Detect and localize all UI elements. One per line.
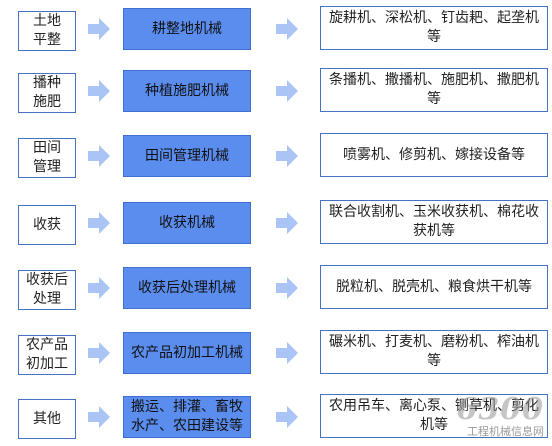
examples-label: 条播机、撒播机、施肥机、撒肥机等 bbox=[329, 72, 539, 107]
stage-box: 收获 bbox=[18, 205, 76, 245]
stage-label: 平整 bbox=[33, 32, 61, 48]
arrow-right-icon bbox=[88, 18, 110, 40]
stage-box: 其他 bbox=[18, 399, 76, 439]
arrow-right-icon bbox=[276, 342, 298, 364]
flow-row: 其他 搬运、排灌、畜牧水产、农田建设等 农用吊车、离心泵、铡草机、剪化机等 bbox=[0, 394, 552, 446]
stage-label: 田间 bbox=[33, 140, 61, 156]
examples-box: 农用吊车、离心泵、铡草机、剪化机等 bbox=[320, 394, 548, 438]
flow-row: 收获后处理 收获后处理机械 脱粒机、脱壳机、粮食烘干机等 bbox=[0, 265, 552, 317]
arrow-right-icon bbox=[88, 277, 110, 299]
arrow-right-icon bbox=[276, 406, 298, 428]
arrow-right-icon bbox=[276, 277, 298, 299]
flow-row: 播种施肥 种植施肥机械 条播机、撒播机、施肥机、撒肥机等 bbox=[0, 68, 552, 120]
stage-label: 初加工 bbox=[26, 356, 68, 372]
stage-label: 其他 bbox=[33, 410, 61, 427]
arrow-right-icon bbox=[88, 342, 110, 364]
category-box: 搬运、排灌、畜牧水产、农田建设等 bbox=[123, 396, 251, 438]
examples-label: 碾米机、打麦机、磨粉机、榨油机等 bbox=[329, 334, 539, 369]
arrow-right-icon bbox=[276, 145, 298, 167]
category-label: 收获后处理机械 bbox=[138, 279, 236, 296]
examples-box: 碾米机、打麦机、磨粉机、榨油机等 bbox=[320, 330, 548, 374]
flow-row: 田间管理 田间管理机械 喷雾机、修剪机、嫁接设备等 bbox=[0, 133, 552, 185]
examples-label: 旋耕机、深松机、钉齿耙、起垄机等 bbox=[329, 10, 539, 45]
flow-row: 收获 收获机械 联合收割机、玉米收获机、棉花收获机等 bbox=[0, 200, 552, 252]
examples-label: 农用吊车、离心泵、铡草机、剪化机等 bbox=[329, 398, 539, 433]
stage-label: 处理 bbox=[33, 291, 61, 307]
stage-box: 土地平整 bbox=[18, 11, 76, 51]
category-box: 收获后处理机械 bbox=[123, 267, 251, 309]
category-label: 田间管理机械 bbox=[145, 147, 229, 164]
examples-label: 联合收割机、玉米收获机、棉花收获机等 bbox=[329, 204, 539, 239]
category-label: 农产品初加工机械 bbox=[131, 344, 243, 361]
stage-label: 农产品 bbox=[26, 337, 68, 353]
arrow-right-icon bbox=[88, 80, 110, 102]
stage-label: 收获 bbox=[33, 216, 61, 233]
category-label: 种植施肥机械 bbox=[145, 82, 229, 99]
stage-label: 管理 bbox=[33, 159, 61, 175]
arrow-right-icon bbox=[88, 406, 110, 428]
stage-box: 田间管理 bbox=[18, 138, 76, 178]
arrow-right-icon bbox=[276, 212, 298, 234]
category-box: 农产品初加工机械 bbox=[123, 332, 251, 374]
examples-box: 脱粒机、脱壳机、粮食烘干机等 bbox=[320, 265, 548, 309]
stage-box: 农产品初加工 bbox=[18, 335, 76, 375]
stage-label: 播种 bbox=[33, 75, 61, 91]
stage-label: 土地 bbox=[33, 13, 61, 29]
examples-box: 条播机、撒播机、施肥机、撒肥机等 bbox=[320, 68, 548, 112]
examples-box: 喷雾机、修剪机、嫁接设备等 bbox=[320, 133, 548, 177]
category-label: 搬运、排灌、畜牧水产、农田建设等 bbox=[131, 399, 243, 434]
examples-label: 喷雾机、修剪机、嫁接设备等 bbox=[343, 146, 525, 163]
examples-box: 联合收割机、玉米收获机、棉花收获机等 bbox=[320, 200, 548, 244]
category-label: 收获机械 bbox=[159, 214, 215, 231]
arrow-right-icon bbox=[276, 80, 298, 102]
stage-box: 收获后处理 bbox=[18, 270, 76, 310]
category-label: 耕整地机械 bbox=[152, 20, 222, 37]
flow-row: 土地平整 耕整地机械 旋耕机、深松机、钉齿耙、起垄机等 bbox=[0, 6, 552, 58]
arrow-right-icon bbox=[276, 18, 298, 40]
stage-label: 收获后 bbox=[26, 272, 68, 288]
category-box: 种植施肥机械 bbox=[123, 70, 251, 112]
category-box: 收获机械 bbox=[123, 202, 251, 244]
flow-row: 农产品初加工 农产品初加工机械 碾米机、打麦机、磨粉机、榨油机等 bbox=[0, 330, 552, 382]
stage-label: 施肥 bbox=[33, 94, 61, 110]
stage-box: 播种施肥 bbox=[18, 73, 76, 113]
examples-box: 旋耕机、深松机、钉齿耙、起垄机等 bbox=[320, 6, 548, 50]
category-box: 耕整地机械 bbox=[123, 8, 251, 50]
arrow-right-icon bbox=[88, 145, 110, 167]
examples-label: 脱粒机、脱壳机、粮食烘干机等 bbox=[336, 278, 532, 295]
category-box: 田间管理机械 bbox=[123, 135, 251, 177]
arrow-right-icon bbox=[88, 212, 110, 234]
